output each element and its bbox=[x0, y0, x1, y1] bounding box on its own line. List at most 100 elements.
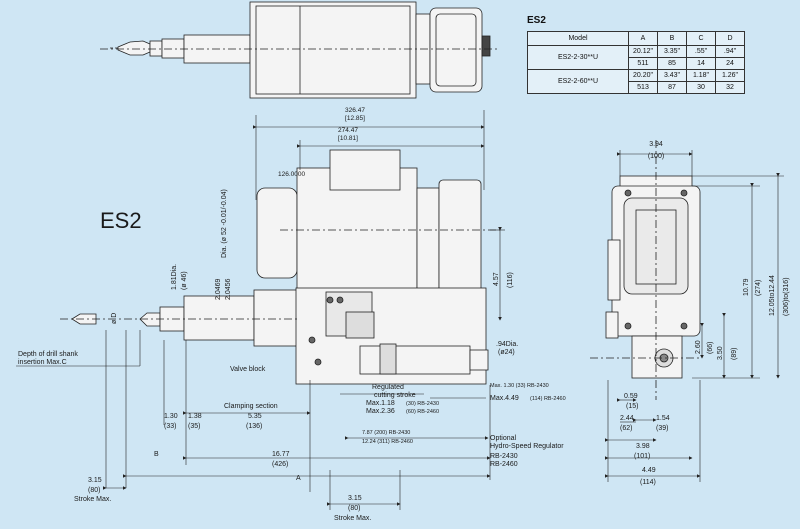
max-118: Max.1.18 bbox=[366, 400, 395, 407]
cutting-stroke-label: cutting stroke bbox=[374, 392, 416, 399]
dim-315-b: 3.15 bbox=[348, 495, 362, 502]
dim-326: 326.47 bbox=[345, 107, 365, 114]
depth-label: Depth of drill shank bbox=[18, 351, 78, 358]
b-label: B bbox=[154, 451, 159, 458]
dim-130: 1.30 bbox=[164, 413, 178, 420]
a-label: A bbox=[296, 475, 301, 482]
table-row: 513 87 30 32 bbox=[528, 81, 745, 94]
dim-62: (62) bbox=[620, 425, 632, 432]
max-118-b: (30) RB-2430 bbox=[406, 401, 439, 407]
top-view bbox=[100, 1, 500, 99]
hydro-label: Hydro-Speed Regulator bbox=[490, 443, 564, 450]
dim-46: (ø 46) bbox=[181, 271, 188, 290]
dim-116: (116) bbox=[507, 272, 514, 288]
row-c-mm: 14 bbox=[686, 57, 716, 70]
row-a: 20.20" bbox=[628, 69, 658, 82]
dim-350: 3.50 bbox=[717, 346, 724, 360]
spec-table-header: Model A B C D bbox=[527, 31, 745, 46]
dim-449-end: 4.49 bbox=[642, 467, 656, 474]
dim-398: 3.98 bbox=[636, 443, 650, 450]
dim-274-sub: [10.81] bbox=[338, 135, 358, 142]
row-a-mm: 513 bbox=[628, 81, 658, 94]
dim-787: 7.87 (200) RB-2430 bbox=[362, 430, 410, 436]
stroke-max-b: Stroke Max. bbox=[334, 515, 371, 522]
row-d-mm: 24 bbox=[715, 57, 745, 70]
dim-181: 1.81Dia. bbox=[171, 264, 178, 290]
rb2460-label: RB-2460 bbox=[490, 461, 518, 468]
header-b: B bbox=[657, 31, 687, 46]
spec-table: Model A B C D ES2-2-30**U 20.12" 3.35" .… bbox=[527, 31, 745, 94]
dim-394: 3.94 bbox=[649, 141, 663, 148]
dim-1205: 12.05to12.44 bbox=[769, 275, 776, 316]
dim-059: 0.59 bbox=[624, 393, 638, 400]
dim-80-b: (80) bbox=[348, 505, 360, 512]
dim-101: (101) bbox=[634, 453, 650, 460]
dim-89: (89) bbox=[731, 348, 738, 360]
row-d: 1.26" bbox=[715, 69, 745, 82]
max-449: Max.4.49 bbox=[490, 395, 519, 402]
row-model: ES2-2-30**U bbox=[527, 45, 629, 70]
dim-33: (33) bbox=[164, 423, 176, 430]
dim-126: 126.0000 bbox=[278, 171, 305, 178]
dim-1224: 12.24 (311) RB-2460 bbox=[362, 439, 413, 445]
valve-block-label: Valve block bbox=[230, 366, 266, 373]
row-a-mm: 511 bbox=[628, 57, 658, 70]
row-b-mm: 85 bbox=[657, 57, 687, 70]
header-model: Model bbox=[527, 31, 629, 46]
dim-457: 4.57 bbox=[493, 272, 500, 286]
dim-274: 274.47 bbox=[338, 127, 358, 134]
dim-535: 5.35 bbox=[248, 413, 262, 420]
dim-114: (114) bbox=[640, 479, 656, 486]
dim-136: (136) bbox=[246, 423, 262, 430]
max-449-b: (114) RB-2460 bbox=[530, 396, 566, 402]
max-130: Max. 1.30 (33) RB-2430 bbox=[490, 383, 549, 389]
row-d: .94" bbox=[715, 45, 745, 58]
row-d-mm: 32 bbox=[715, 81, 745, 94]
header-c: C bbox=[686, 31, 716, 46]
dim-15: (15) bbox=[626, 403, 638, 410]
table-row: ES2-2-60**U 20.20" 3.43" 1.18" 1.26" bbox=[527, 69, 745, 94]
regulated-label: Regulated bbox=[372, 384, 404, 391]
max-236-b: (60) RB-2460 bbox=[406, 409, 439, 415]
dim-80-a: (80) bbox=[88, 487, 100, 494]
dim-1079: 10.79 bbox=[743, 278, 750, 296]
dim-35: (35) bbox=[188, 423, 200, 430]
dim-426: (426) bbox=[272, 461, 288, 468]
header-d: D bbox=[715, 31, 745, 46]
dim-315-a: 3.15 bbox=[88, 477, 102, 484]
row-c: .55" bbox=[686, 45, 716, 58]
rb2430-label: RB-2430 bbox=[490, 453, 518, 460]
table-row: ES2-2-30**U 20.12" 3.35" .55" .94" bbox=[527, 45, 745, 70]
optional-label: Optional bbox=[490, 435, 517, 442]
dim-100: (100) bbox=[648, 153, 664, 160]
max-236: Max.2.36 bbox=[366, 408, 395, 415]
header-a: A bbox=[628, 31, 658, 46]
dim-39: (39) bbox=[656, 425, 668, 432]
row-b: 3.43" bbox=[657, 69, 687, 82]
row-c-mm: 30 bbox=[686, 81, 716, 94]
spec-table-title: ES2 bbox=[527, 15, 546, 26]
dim-2-0456: 2.0456 bbox=[225, 278, 232, 300]
dimension-lines bbox=[16, 110, 784, 510]
side-view bbox=[60, 149, 500, 385]
dim-1677: 16.77 bbox=[272, 451, 290, 458]
depth-label-2: insertion Max.C bbox=[18, 359, 67, 366]
end-view bbox=[590, 140, 701, 400]
row-a: 20.12" bbox=[628, 45, 658, 58]
dim-154: 1.54 bbox=[656, 415, 670, 422]
dim-244: 2.44 bbox=[620, 415, 634, 422]
row-b: 3.35" bbox=[657, 45, 687, 58]
dim-326-sub: [12.85] bbox=[345, 115, 365, 122]
model-title: ES2 bbox=[100, 208, 142, 233]
clamping-label: Clamping section bbox=[224, 403, 278, 410]
row-b-mm: 87 bbox=[657, 81, 687, 94]
dim-094: .94Dia. bbox=[496, 341, 518, 348]
dim-274-end: (274) bbox=[755, 280, 762, 296]
dim-d-mark: ø D bbox=[111, 313, 118, 324]
dim-306: (306)to(316) bbox=[783, 277, 790, 316]
row-c: 1.18" bbox=[686, 69, 716, 82]
dim-2-0469: 2.0469 bbox=[215, 278, 222, 300]
row-model: ES2-2-60**U bbox=[527, 69, 629, 94]
